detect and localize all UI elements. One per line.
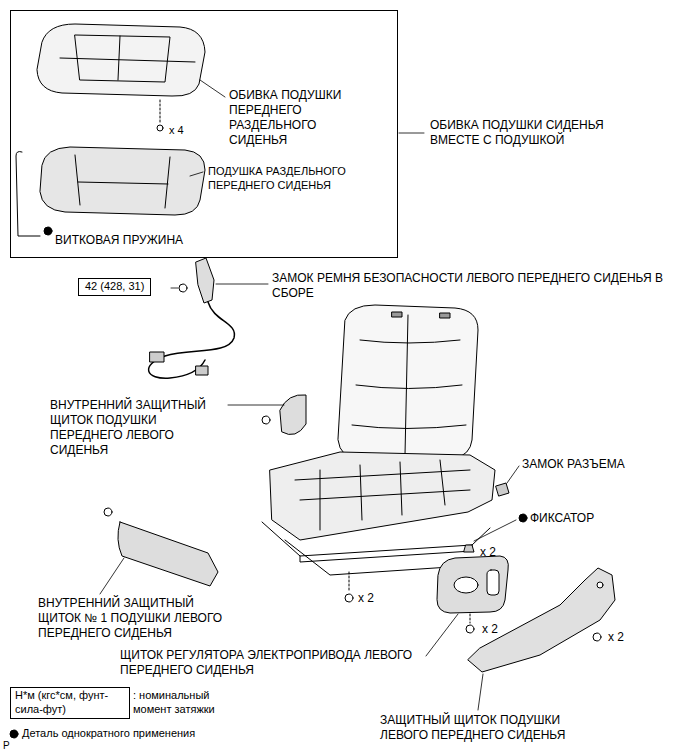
coil-spring	[16, 152, 40, 237]
figure-code: P	[3, 740, 10, 753]
cushion-shield	[468, 568, 615, 672]
leader-line	[190, 172, 203, 176]
single-use-mark	[44, 227, 52, 235]
screw	[466, 625, 474, 633]
torque-box: 42 (428, 31)	[78, 278, 151, 296]
leader-line	[228, 405, 284, 406]
part-name: ЗАМОК РЕМНЯ БЕЗОПАСНОСТИ ЛЕВОГО ПЕРЕДНЕГ…	[272, 271, 672, 301]
leader-line	[100, 558, 124, 594]
frame-detail	[295, 460, 470, 530]
fixator	[464, 545, 474, 552]
clip	[157, 125, 163, 131]
torque-value: 42 (428, 31)	[85, 280, 144, 294]
quantity: x 2	[358, 591, 374, 606]
wire-connector	[150, 352, 164, 362]
screw	[262, 416, 270, 424]
screw	[104, 508, 112, 516]
leader-line	[478, 674, 483, 710]
legend-text: Деталь однократного применения	[22, 727, 195, 741]
bolt-leader	[349, 572, 350, 592]
seat-cover	[37, 24, 205, 96]
cushion-pad	[40, 147, 205, 215]
part-name: ЗАЩИТНЫЙ ЩИТОК ПОДУШКИ ЛЕВОГО ПЕРЕДНЕГО …	[380, 713, 605, 743]
seat-back	[338, 305, 478, 460]
headrest-hole	[392, 312, 402, 317]
screw-leader	[470, 614, 471, 623]
part-name: ПОДУШКА РАЗДЕЛЬНОГО ПЕРЕДНЕГО СИДЕНЬЯ	[208, 165, 368, 193]
headrest-hole	[440, 313, 450, 318]
regulator-shield	[437, 556, 508, 613]
quantity: x 2	[480, 545, 496, 560]
connector-lock	[496, 483, 509, 496]
leader-line	[399, 133, 424, 134]
wire-connector	[196, 366, 208, 375]
leader-line	[200, 80, 225, 97]
part-name: ВНУТРЕННИЙ ЗАЩИТНЫЙ ЩИТОК ПОДУШКИ ПЕРЕДН…	[50, 398, 225, 458]
legend-torque-box: Н*м (кгс*см, фунт-сила-фут)	[10, 687, 130, 719]
part-name: ВНУТРЕННИЙ ЗАЩИТНЫЙ ЩИТОК № 1 ПОДУШКИ ЛЕ…	[38, 596, 238, 641]
leader-line	[426, 614, 458, 656]
single-use-mark	[519, 514, 527, 522]
quantity: x 2	[608, 630, 624, 645]
quantity: x 4	[169, 124, 184, 138]
screw	[593, 633, 601, 641]
part-name: ОБИВКА ПОДУШКИ СИДЕНЬЯ ВМЕСТЕ С ПОДУШКОЙ	[430, 118, 645, 148]
clip-leader	[160, 100, 161, 123]
shield-hole	[597, 582, 603, 588]
leader-line	[507, 466, 519, 483]
inner-shield-1	[118, 522, 218, 586]
leader-line	[474, 520, 516, 541]
inset-frame: ОБИВКА ПОДУШКИ ПЕРЕДНЕГО РАЗДЕЛЬНОГО СИД…	[10, 10, 398, 258]
leader-line	[216, 284, 268, 285]
legend-unit: Н*м (кгс*см, фунт-сила-фут)	[15, 689, 125, 717]
single-use-mark	[10, 730, 18, 738]
part-name: ЩИТОК РЕГУЛЯТОРА ЭЛЕКТРОПРИВОДА ЛЕВОГО П…	[120, 648, 420, 678]
cover-seam	[60, 35, 195, 82]
legend-text: : номинальный момент затяжки	[133, 689, 233, 717]
pad-groove	[75, 155, 170, 208]
quantity: x 2	[482, 622, 498, 637]
part-name: ОБИВКА ПОДУШКИ ПЕРЕДНЕГО РАЗДЕЛЬНОГО СИД…	[229, 88, 369, 148]
leader-line	[171, 288, 178, 289]
switch-knob	[454, 577, 478, 593]
buckle-wire	[149, 302, 235, 378]
bolt	[345, 594, 353, 602]
seat-belt-buckle	[196, 258, 214, 303]
back-seam	[352, 315, 466, 455]
switch-knob	[487, 570, 499, 595]
part-name: ЗАМОК РАЗЪЕМА	[522, 457, 625, 472]
bolt	[179, 284, 187, 292]
inner-shield	[280, 395, 306, 435]
seat-frame	[270, 452, 495, 540]
part-name: ФИКСАТОР	[530, 511, 594, 526]
part-name: ВИТКОВАЯ ПРУЖИНА	[55, 233, 183, 248]
